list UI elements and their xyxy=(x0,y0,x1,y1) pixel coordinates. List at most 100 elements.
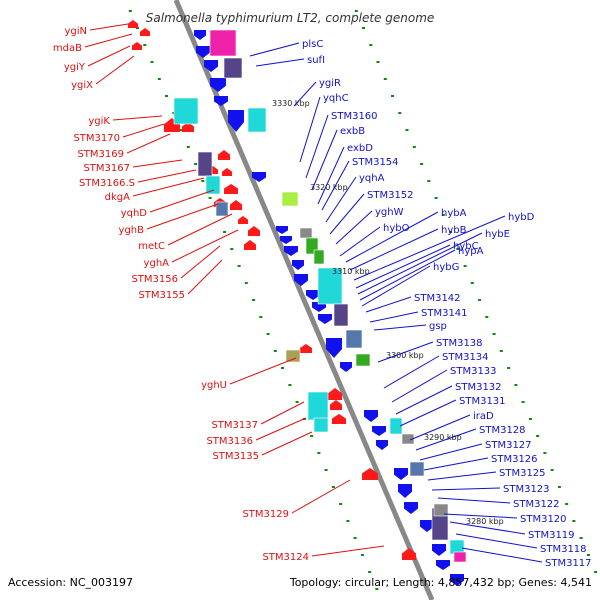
strand-tick xyxy=(208,197,212,199)
kbp-marker-3280-kbp: 3280 kbp xyxy=(466,517,504,526)
gene-block xyxy=(215,201,229,217)
leader-line xyxy=(149,189,215,213)
gene-label-stm3133: STM3133 xyxy=(450,366,497,377)
gene-block xyxy=(313,249,325,265)
leader-line xyxy=(311,545,385,557)
forward-gene-arrow xyxy=(238,216,248,224)
strand-tick xyxy=(405,129,409,131)
leader-line xyxy=(84,33,133,48)
gene-label-metc: metC xyxy=(138,241,165,252)
strand-tick xyxy=(499,350,503,352)
leader-line xyxy=(299,96,321,163)
strand-tick xyxy=(354,10,358,12)
gene-block xyxy=(313,417,329,433)
gene-label-yghw: yghW xyxy=(375,207,404,218)
forward-gene-arrow xyxy=(330,400,342,410)
strand-tick xyxy=(128,10,132,12)
gene-label-stm3128: STM3128 xyxy=(479,425,526,436)
gene-label-yghb: yghB xyxy=(119,225,145,236)
gene-label-stm3119: STM3119 xyxy=(528,530,575,541)
gene-block xyxy=(355,353,371,367)
leader-line xyxy=(229,357,297,385)
strand-tick xyxy=(194,163,198,165)
forward-gene-arrow xyxy=(128,20,138,28)
reverse-gene-arrow xyxy=(194,30,206,40)
leader-line xyxy=(455,533,538,549)
strand-tick xyxy=(317,452,321,454)
gene-label-stm3132: STM3132 xyxy=(455,382,502,393)
reverse-gene-arrow xyxy=(372,426,386,436)
genome-axis xyxy=(173,0,435,600)
gene-block xyxy=(197,151,213,177)
strand-tick xyxy=(427,180,431,182)
gene-label-hybd: hybD xyxy=(508,212,535,223)
strand-tick xyxy=(179,129,183,131)
reverse-gene-arrow xyxy=(318,314,332,324)
leader-line xyxy=(449,521,526,535)
leader-line xyxy=(437,497,511,504)
forward-gene-arrow xyxy=(362,468,378,480)
strand-tick xyxy=(449,231,453,233)
gene-label-stm3131: STM3131 xyxy=(459,396,506,407)
gene-label-hyba: hybA xyxy=(441,208,467,219)
reverse-gene-arrow xyxy=(306,290,320,300)
strand-tick xyxy=(536,435,540,437)
leader-line xyxy=(359,249,456,301)
gene-label-yghu: yghU xyxy=(201,380,227,391)
strand-tick xyxy=(273,350,277,352)
leader-line xyxy=(167,213,233,246)
gene-block xyxy=(453,551,467,563)
strand-tick xyxy=(266,333,270,335)
reverse-gene-arrow xyxy=(204,60,218,72)
gene-label-ygiy: ygiY xyxy=(64,62,86,73)
gene-block xyxy=(299,227,313,239)
reverse-gene-arrow xyxy=(364,410,378,422)
gene-label-stm3126: STM3126 xyxy=(491,454,538,465)
gene-block xyxy=(409,461,425,477)
reverse-gene-arrow xyxy=(284,246,298,256)
strand-tick xyxy=(143,44,147,46)
leader-line xyxy=(427,471,497,481)
gene-label-stm3123: STM3123 xyxy=(503,484,550,495)
leader-line xyxy=(132,159,183,168)
reverse-gene-arrow xyxy=(376,440,388,450)
strand-tick xyxy=(295,401,299,403)
gene-label-mdab: mdaB xyxy=(53,43,82,54)
reverse-gene-arrow xyxy=(420,520,434,532)
gene-label-stm3169: STM3169 xyxy=(77,149,124,160)
strand-tick xyxy=(572,520,576,522)
gene-labels: ygiNmdaBygiYygiXygiKSTM3170STM3169STM316… xyxy=(53,26,592,569)
reverse-gene-arrow xyxy=(432,544,446,556)
leader-line xyxy=(95,55,135,85)
gene-label-sufi: sufI xyxy=(307,55,325,66)
gene-label-stm3160: STM3160 xyxy=(331,111,378,122)
gene-block xyxy=(205,175,221,195)
accession-text: Accession: NC_003197 xyxy=(8,576,133,589)
gene-label-ygin: ygiN xyxy=(64,26,87,37)
gene-block xyxy=(223,57,243,79)
gene-block xyxy=(247,107,267,133)
strand-tick xyxy=(586,554,590,556)
strand-tick xyxy=(339,503,343,505)
reverse-gene-arrow xyxy=(312,302,326,312)
kbp-marker-3300-kbp: 3300 kbp xyxy=(386,351,424,360)
leader-line xyxy=(395,385,453,415)
forward-gene-arrow xyxy=(224,184,238,194)
leader-line xyxy=(325,176,357,223)
gene-label-stm3138: STM3138 xyxy=(436,338,483,349)
strand-tick xyxy=(398,112,402,114)
strand-tick xyxy=(244,282,248,284)
strand-tick xyxy=(324,469,328,471)
strand-tick xyxy=(543,452,547,454)
strand-tick xyxy=(565,503,569,505)
leader-line xyxy=(399,399,457,427)
gene-label-hybe: hybE xyxy=(485,229,510,240)
reverse-gene-arrow xyxy=(252,172,266,182)
kbp-marker-3290-kbp: 3290 kbp xyxy=(424,433,462,442)
leader-line xyxy=(443,513,518,519)
strand-tick xyxy=(230,248,234,250)
leader-line xyxy=(335,210,373,245)
strand-tick xyxy=(310,435,314,437)
leader-line xyxy=(126,133,171,154)
strand-tick xyxy=(353,537,357,539)
